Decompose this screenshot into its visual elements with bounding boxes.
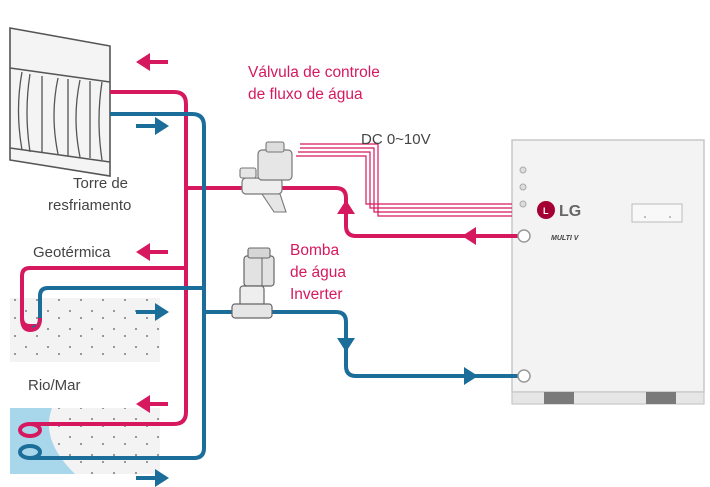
geothermal-label: Geotérmica [33, 244, 111, 261]
outlet-port [517, 229, 531, 243]
dc-signal-label: DC 0~10V [361, 131, 431, 148]
hot-flow-arrows [136, 53, 476, 413]
arrow-up-valve-line [337, 200, 355, 214]
arrow-right-tower [136, 117, 169, 135]
arrow-left-unit-out [462, 227, 476, 245]
lg-logo-icon: L LG [537, 201, 581, 220]
arrow-right-unit-in [464, 367, 478, 385]
tower-label-line2: resfriamento [48, 197, 132, 214]
ground-loop-icon [20, 317, 42, 333]
outdoor-unit: L LG MULTI V [511, 139, 705, 405]
cold-flow-arrows [136, 117, 478, 487]
valve-label-line1: Válvula de controle [248, 64, 380, 81]
brand-label: LG [559, 203, 581, 220]
arrow-right-geothermal [136, 303, 169, 321]
dc-signal-wires [296, 143, 512, 217]
tower-label-line1: Torre de [73, 175, 129, 192]
model-label: MULTI V [551, 235, 580, 242]
water-pump-icon [231, 247, 275, 319]
control-valve-icon [239, 141, 293, 213]
pump-label-line3: Inverter [290, 286, 343, 303]
arrow-left-geothermal [136, 243, 168, 261]
pump-label-line2: de água [290, 264, 347, 281]
river-coil [18, 422, 42, 460]
arrow-left-river [136, 395, 168, 413]
valve-label-line2: de fluxo de água [248, 86, 363, 103]
arrow-left-tower [136, 53, 168, 71]
arrow-down-pump-line [337, 338, 355, 352]
pump-label-line1: Bomba [290, 242, 340, 259]
svg-text:L: L [543, 206, 549, 216]
river-sea-label: Rio/Mar [28, 377, 81, 394]
water-body-icon [10, 408, 160, 474]
arrow-right-river [136, 469, 169, 487]
inlet-port [517, 369, 531, 383]
cooling-tower-icon [9, 27, 111, 177]
